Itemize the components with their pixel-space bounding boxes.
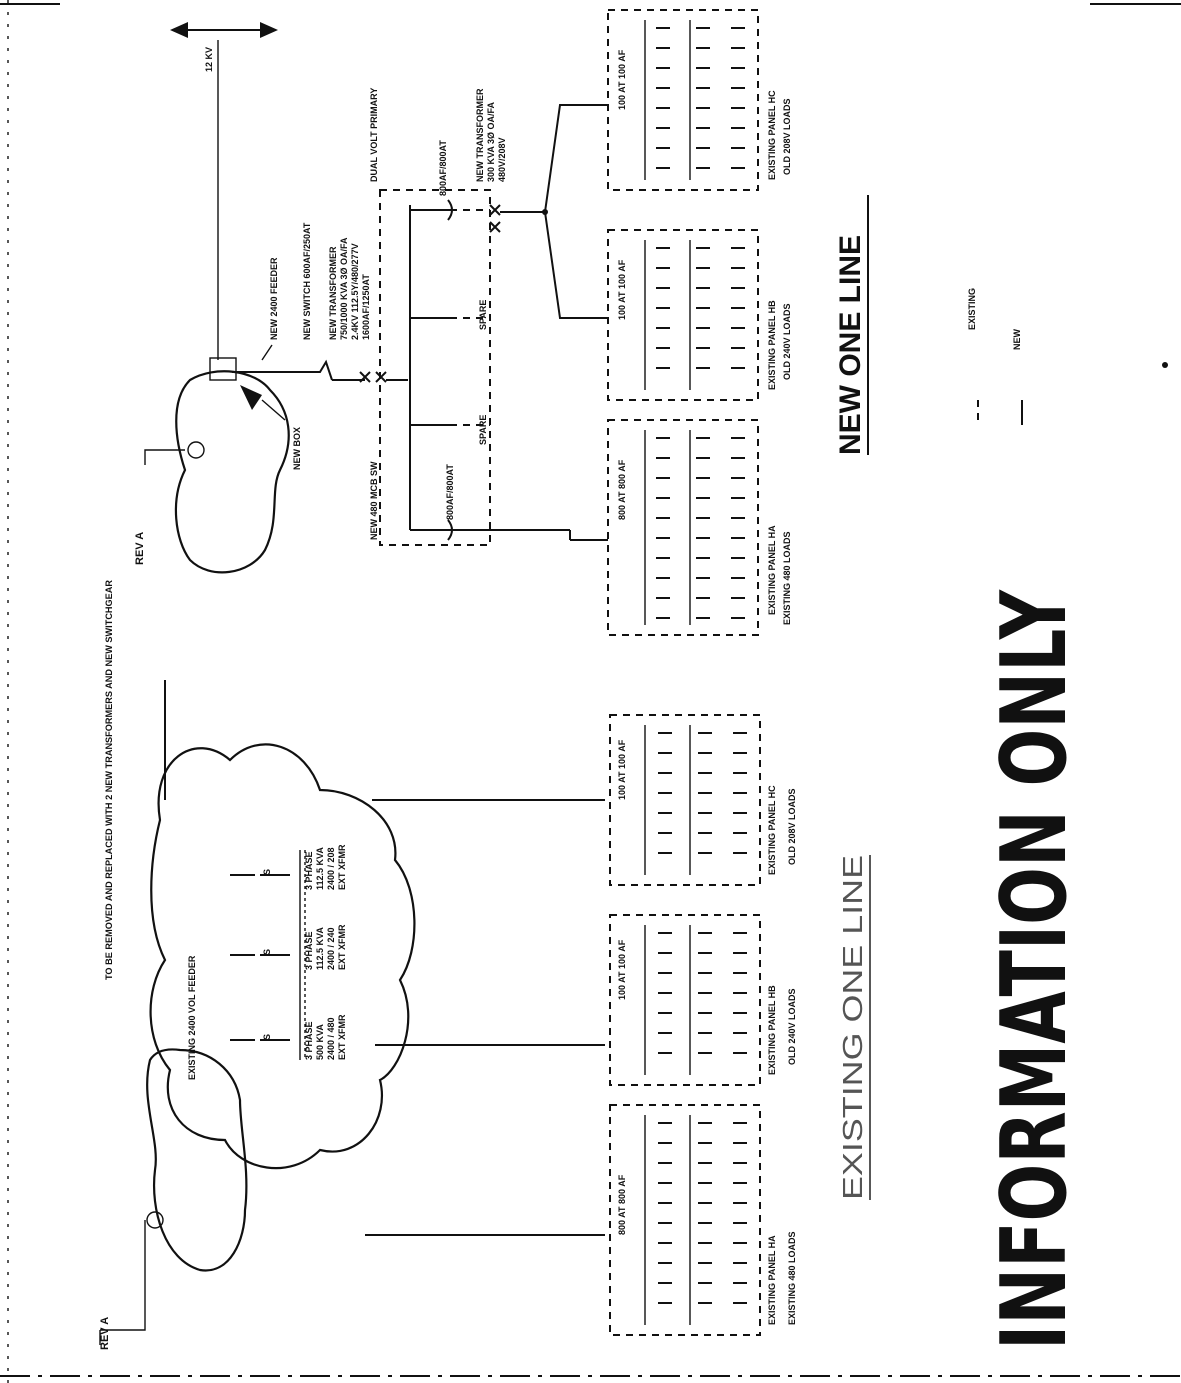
existing-transformer-3-line-0: 3 PHASE bbox=[304, 851, 314, 890]
switch-symbol-2: S bbox=[262, 949, 272, 955]
existing-panel-ha-loads: EXISTING 480 LOADS bbox=[787, 1231, 797, 1325]
existing-transformer-1-line-0: 3 PHASE bbox=[304, 1021, 314, 1060]
existing-panel-hb-name: EXISTING PANEL HB bbox=[767, 985, 777, 1075]
new-box-label: NEW BOX bbox=[292, 427, 302, 470]
legend-new-label: NEW bbox=[1012, 328, 1022, 350]
title-new: NEW ONE LINE bbox=[834, 235, 867, 455]
existing-transformer-3: 3 PHASE 112.5 KVA 2400 / 208 EXT XFMR bbox=[304, 844, 347, 890]
new-mcb-label: NEW 480 MCB SW bbox=[369, 461, 379, 540]
new-transformer-1-line-2: 2.4KV 112.5Y/480/277V bbox=[350, 243, 360, 340]
feeder-voltage-label: 12 KV bbox=[204, 47, 214, 72]
new-panel-hc-name: EXISTING PANEL HC bbox=[767, 90, 777, 180]
existing-panel-hb: 100 AT 100 AF EXISTING PANEL HB OLD 240V… bbox=[609, 914, 797, 1086]
existing-panel-hc: 100 AT 100 AF EXISTING PANEL HC OLD 208V… bbox=[609, 714, 797, 886]
existing-panel-hc-loads: OLD 208V LOADS bbox=[787, 788, 797, 865]
breaker-b1-label: 800AF/800AT bbox=[445, 464, 455, 520]
existing-panels: 800 AT 800 AF EXISTING PANEL HA EXISTING… bbox=[609, 714, 797, 1336]
new-panel-ha-rating: 800 AT 800 AF bbox=[617, 459, 627, 520]
legend: EXISTING NEW bbox=[967, 288, 1168, 425]
existing-transformer-2-line-3: EXT XFMR bbox=[337, 924, 347, 970]
existing-transformer-2-line-1: 112.5 KVA bbox=[315, 927, 325, 970]
existing-panel-hb-rating: 100 AT 100 AF bbox=[617, 939, 627, 1000]
new-transformer-1-line-1: 750/1000 KVA 3Ø OA/FA bbox=[339, 237, 349, 340]
arrow-right-icon bbox=[260, 22, 278, 38]
legend-existing-label: EXISTING bbox=[967, 288, 977, 330]
new-panels: 800 AT 800 AF EXISTING PANEL HA EXISTING… bbox=[607, 9, 792, 636]
existing-panel-hb-loads: OLD 240V LOADS bbox=[787, 988, 797, 1065]
existing-switchgear: TO BE REMOVED AND REPLACED WITH 2 NEW TR… bbox=[104, 579, 605, 1236]
new-panel-ha-loads: EXISTING 480 LOADS bbox=[782, 531, 792, 625]
existing-panel-hc-name: EXISTING PANEL HC bbox=[767, 785, 777, 875]
watermark-block: INFORMATION ONLY bbox=[982, 589, 1087, 1350]
new-switchboard: NEW 480 MCB SW DUAL VOLT PRIMARY 800AF/8… bbox=[369, 88, 608, 546]
existing-panel-hc-rating: 100 AT 100 AF bbox=[617, 739, 627, 800]
existing-feeder-label: EXISTING 2400 VOL FEEDER bbox=[187, 955, 197, 1080]
existing-transformer-3-line-1: 112.5 KVA bbox=[315, 847, 325, 890]
spare-label-2: SPARE bbox=[478, 300, 488, 330]
rev-label-new: REV A bbox=[134, 532, 146, 565]
title-existing: EXISTING ONE LINE bbox=[837, 855, 868, 1200]
existing-note-label: TO BE REMOVED AND REPLACED WITH 2 NEW TR… bbox=[104, 579, 114, 980]
title-existing-block: EXISTING ONE LINE bbox=[837, 855, 871, 1200]
new-panel-ha-name: EXISTING PANEL HA bbox=[767, 525, 777, 615]
rev-label-existing: REV A bbox=[99, 1317, 111, 1350]
existing-transformer-1: 3 PHASE 500 KVA 2400 / 480 EXT XFMR bbox=[304, 1014, 347, 1060]
existing-transformer-2-line-2: 2400 / 240 bbox=[326, 927, 336, 970]
incoming-feeder: 12 KV bbox=[170, 22, 278, 360]
new-box-icon bbox=[240, 385, 262, 410]
switch-symbol-3: S bbox=[262, 869, 272, 875]
new-panel-hc-rating: 100 AT 100 AF bbox=[617, 49, 627, 110]
new-transformer-2-line-0: NEW TRANSFORMER bbox=[475, 88, 485, 182]
new-panel-hc: 100 AT 100 AF EXISTING PANEL HC OLD 208V… bbox=[607, 9, 792, 191]
transformer-1-symbol bbox=[359, 371, 371, 383]
revision-cloud-existing: REV A bbox=[99, 1048, 248, 1350]
breaker-b2-label: 800AF/800AT bbox=[438, 140, 448, 196]
revision-cloud-new: REV A bbox=[134, 370, 290, 574]
existing-transformer-2-line-0: 3 PHASE bbox=[304, 931, 314, 970]
feeder-to-panel-hc bbox=[544, 104, 608, 213]
existing-transformer-1-line-2: 2400 / 480 bbox=[326, 1017, 336, 1060]
new-panel-hb-loads: OLD 240V LOADS bbox=[782, 303, 792, 380]
existing-transformer-3-line-2: 2400 / 208 bbox=[326, 847, 336, 890]
feeder-to-panel-hb bbox=[544, 211, 608, 319]
existing-panel-ha: 800 AT 800 AF EXISTING PANEL HA EXISTING… bbox=[609, 1104, 797, 1336]
new-panel-hc-loads: OLD 208V LOADS bbox=[782, 98, 792, 175]
new-switch-assembly: NEW 2400 FEEDER NEW BOX NEW SWITCH 600AF… bbox=[209, 222, 408, 470]
arrow-left-icon bbox=[170, 22, 188, 38]
new-transformer-1-line-0: NEW TRANSFORMER bbox=[328, 246, 338, 340]
title-new-block: NEW ONE LINE bbox=[834, 195, 869, 455]
existing-transformer-1-line-1: 500 KVA bbox=[315, 1024, 325, 1060]
existing-panel-ha-name: EXISTING PANEL HA bbox=[767, 1235, 777, 1325]
existing-transformer-2: 3 PHASE 112.5 KVA 2400 / 240 EXT XFMR bbox=[304, 924, 347, 970]
spare-label-1: SPARE bbox=[478, 415, 488, 445]
new-panel-hb: 100 AT 100 AF EXISTING PANEL HB OLD 240V… bbox=[607, 229, 792, 401]
switch-symbol-1: S bbox=[262, 1034, 272, 1040]
dual-voltage-label: DUAL VOLT PRIMARY bbox=[369, 88, 379, 182]
watermark-text: INFORMATION ONLY bbox=[982, 589, 1087, 1350]
new-feeder-label: NEW 2400 FEEDER bbox=[269, 257, 279, 340]
new-switch-label: NEW SWITCH 600AF/250AT bbox=[302, 222, 312, 340]
new-panel-hb-name: EXISTING PANEL HB bbox=[767, 300, 777, 390]
new-transformer-2: NEW TRANSFORMER 300 KVA 3Ø OA/FA 480V/20… bbox=[475, 88, 608, 319]
new-panel-ha: 800 AT 800 AF EXISTING PANEL HA EXISTING… bbox=[607, 419, 792, 636]
existing-transformer-3-line-3: EXT XFMR bbox=[337, 844, 347, 890]
existing-transformer-1-line-3: EXT XFMR bbox=[337, 1014, 347, 1060]
new-transformer-2-line-2: 480V/208V bbox=[497, 137, 507, 182]
new-transformer-1-line-3: 1600AF/1250AT bbox=[361, 274, 371, 340]
new-panel-hb-rating: 100 AT 100 AF bbox=[617, 259, 627, 320]
existing-panel-ha-rating: 800 AT 800 AF bbox=[617, 1174, 627, 1235]
new-transformer-2-line-1: 300 KVA 3Ø OA/FA bbox=[486, 101, 496, 182]
